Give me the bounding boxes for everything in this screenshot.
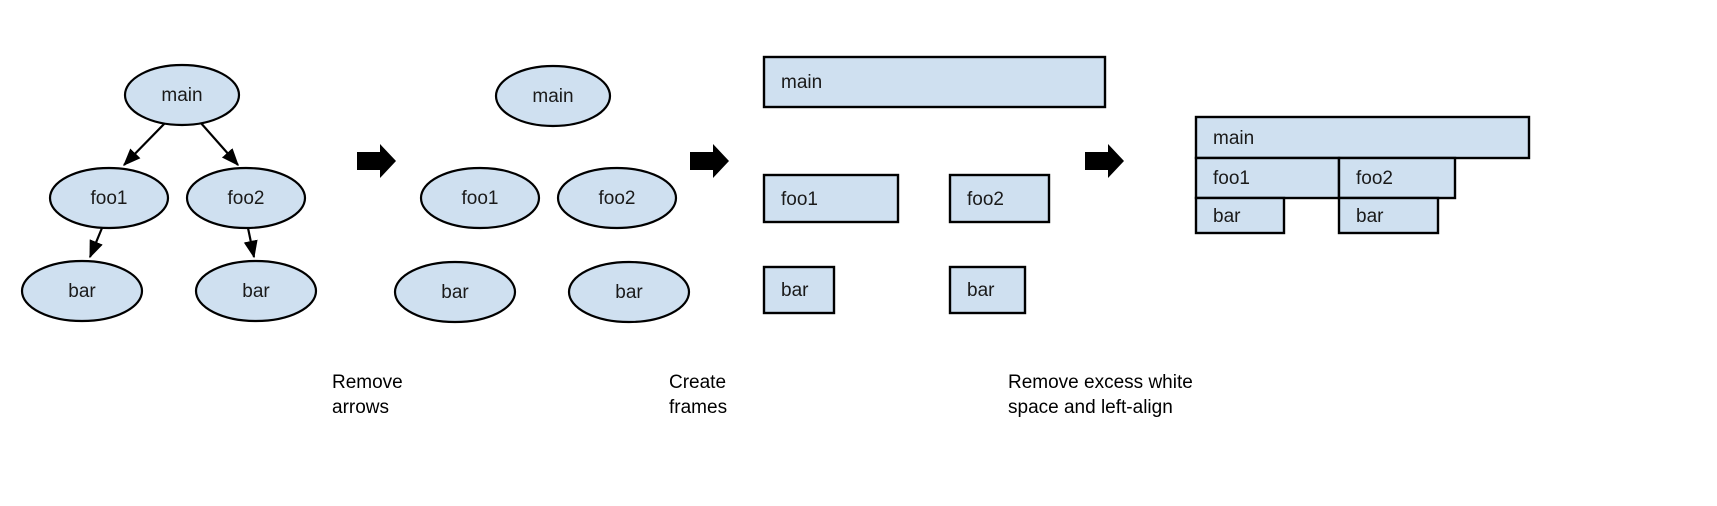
flame-node-main[interactable]: main	[1194, 115, 1531, 160]
tree-node-foo1[interactable]: foo1	[48, 166, 170, 230]
edge-main-foo1	[123, 121, 167, 166]
flame-node-bar-left[interactable]: bar	[1194, 196, 1286, 235]
step-arrow-3	[1085, 144, 1124, 178]
plain-node-foo2[interactable]: foo2	[556, 166, 678, 230]
tree-node-bar-left-label: bar	[68, 281, 96, 302]
rect-shape	[1337, 156, 1457, 200]
ellipse-shape	[20, 259, 144, 323]
ellipse-shape	[556, 166, 678, 230]
edge-foo1-bar	[88, 227, 104, 259]
edge-foo2-bar	[243, 227, 258, 259]
frame-node-bar-left-label: bar	[781, 280, 809, 301]
step-arrow-2	[690, 144, 729, 178]
ellipse-shape	[48, 166, 170, 230]
plain-node-bar-right-label: bar	[615, 282, 643, 303]
ellipse-shape	[123, 63, 241, 127]
tree-edges	[88, 121, 258, 259]
panel-no-arrows: main foo1 foo2 bar bar	[393, 64, 691, 324]
caption-create-frames: Create frames	[669, 372, 728, 418]
right-arrow-icon	[1085, 144, 1124, 178]
frame-node-bar-right[interactable]: bar	[948, 265, 1027, 315]
ellipse-shape	[419, 166, 541, 230]
caption-remove-arrows: Remove arrows	[332, 372, 403, 418]
tree-node-bar-right-label: bar	[242, 281, 270, 302]
tree-node-main-label: main	[161, 85, 202, 106]
ellipse-shape	[194, 259, 318, 323]
plain-node-foo1[interactable]: foo1	[419, 166, 541, 230]
frame-node-foo1[interactable]: foo1	[762, 173, 900, 224]
plain-node-bar-right[interactable]: bar	[567, 260, 691, 324]
tree-node-foo1-label: foo1	[91, 188, 128, 209]
plain-node-main[interactable]: main	[494, 64, 612, 128]
plain-node-foo2-label: foo2	[599, 188, 636, 209]
right-arrow-icon	[357, 144, 396, 178]
flame-node-foo2-label: foo2	[1356, 168, 1393, 189]
tree-node-main[interactable]: main	[123, 63, 241, 127]
rect-shape	[948, 173, 1051, 224]
panel-frames: main foo1 foo2 bar bar	[762, 55, 1107, 315]
ellipse-shape	[567, 260, 691, 324]
step-arrow-1	[357, 144, 396, 178]
ellipse-shape	[393, 260, 517, 324]
rect-shape	[1337, 196, 1440, 235]
flame-node-bar-left-label: bar	[1213, 206, 1241, 227]
frame-node-main-label: main	[781, 72, 822, 93]
caption-remove-whitespace: Remove excess white space and left-align	[1008, 372, 1193, 418]
panel-call-tree: main foo1 foo2 bar bar	[20, 63, 318, 323]
plain-node-main-label: main	[532, 86, 573, 107]
frame-node-bar-right-label: bar	[967, 280, 995, 301]
ellipse-shape	[494, 64, 612, 128]
ellipse-shape	[185, 166, 307, 230]
tree-node-bar-left[interactable]: bar	[20, 259, 144, 323]
flame-node-bar-right[interactable]: bar	[1337, 196, 1440, 235]
flame-node-main-label: main	[1213, 128, 1254, 149]
frame-node-foo2[interactable]: foo2	[948, 173, 1051, 224]
rect-shape	[762, 265, 836, 315]
frame-node-foo2-label: foo2	[967, 189, 1004, 210]
tree-node-foo2-label: foo2	[228, 188, 265, 209]
plain-node-bar-left[interactable]: bar	[393, 260, 517, 324]
tree-node-foo2[interactable]: foo2	[185, 166, 307, 230]
rect-shape	[762, 173, 900, 224]
right-arrow-icon	[690, 144, 729, 178]
flame-node-foo1[interactable]: foo1	[1194, 156, 1341, 200]
flame-node-foo1-label: foo1	[1213, 168, 1250, 189]
frame-node-bar-left[interactable]: bar	[762, 265, 836, 315]
tree-node-bar-right[interactable]: bar	[194, 259, 318, 323]
flame-node-foo2[interactable]: foo2	[1337, 156, 1457, 200]
plain-node-bar-left-label: bar	[441, 282, 469, 303]
edge-main-foo2	[199, 121, 239, 166]
rect-shape	[762, 55, 1107, 109]
rect-shape	[1194, 196, 1286, 235]
flame-node-bar-right-label: bar	[1356, 206, 1384, 227]
frame-node-main[interactable]: main	[762, 55, 1107, 109]
rect-shape	[948, 265, 1027, 315]
frame-node-foo1-label: foo1	[781, 189, 818, 210]
panel-flame-graph: main foo1 foo2 bar bar	[1194, 115, 1531, 235]
plain-node-foo1-label: foo1	[462, 188, 499, 209]
